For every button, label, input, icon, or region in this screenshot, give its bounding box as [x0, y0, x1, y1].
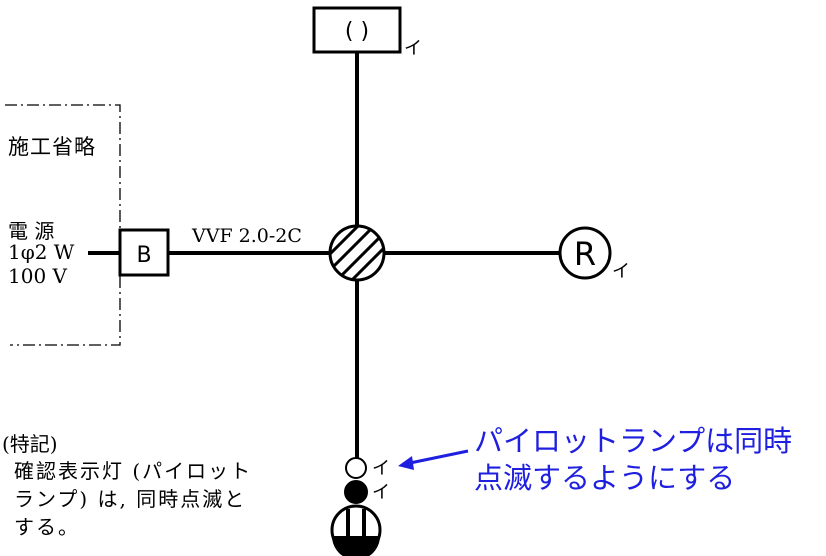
annotation-line2: 点滅するようにする	[474, 461, 736, 495]
wall-lamp	[330, 504, 382, 556]
switch-mark: イ	[372, 482, 390, 503]
annotation-arrow-shaft	[409, 449, 469, 465]
switch	[344, 480, 368, 504]
annotation-arrow-head	[398, 456, 414, 470]
annotation-line1: パイロットランプは同時	[474, 424, 793, 458]
pilot-lamp	[345, 457, 367, 479]
box-b-label: B	[136, 243, 151, 268]
pilot-lamp-mark: イ	[372, 458, 390, 479]
note-line1: 確認表示灯 (パイロット	[14, 459, 253, 483]
note-line2: ランプ) は, 同時点滅と	[14, 487, 247, 511]
box-b	[118, 228, 170, 277]
receptacle-mark: イ	[612, 261, 630, 282]
omitted-area-label: 施工省略	[8, 135, 96, 159]
power-source-line2: 1φ2 W	[8, 240, 75, 264]
ceiling-fixture	[312, 6, 402, 54]
power-source-line1: 電 源	[8, 219, 55, 243]
cable-label: VVF 2.0-2C	[192, 225, 302, 247]
ceiling-fixture-mark: イ	[404, 38, 422, 59]
note-title: (特記)	[2, 432, 58, 456]
receptacle	[558, 226, 612, 280]
note-line3: する。	[14, 515, 80, 539]
ceiling-fixture-label: ( )	[345, 19, 369, 44]
power-source-line3: 100 V	[8, 264, 67, 288]
junction-hatch	[331, 227, 383, 279]
receptacle-label: R	[574, 235, 596, 273]
junction-box	[328, 224, 386, 282]
